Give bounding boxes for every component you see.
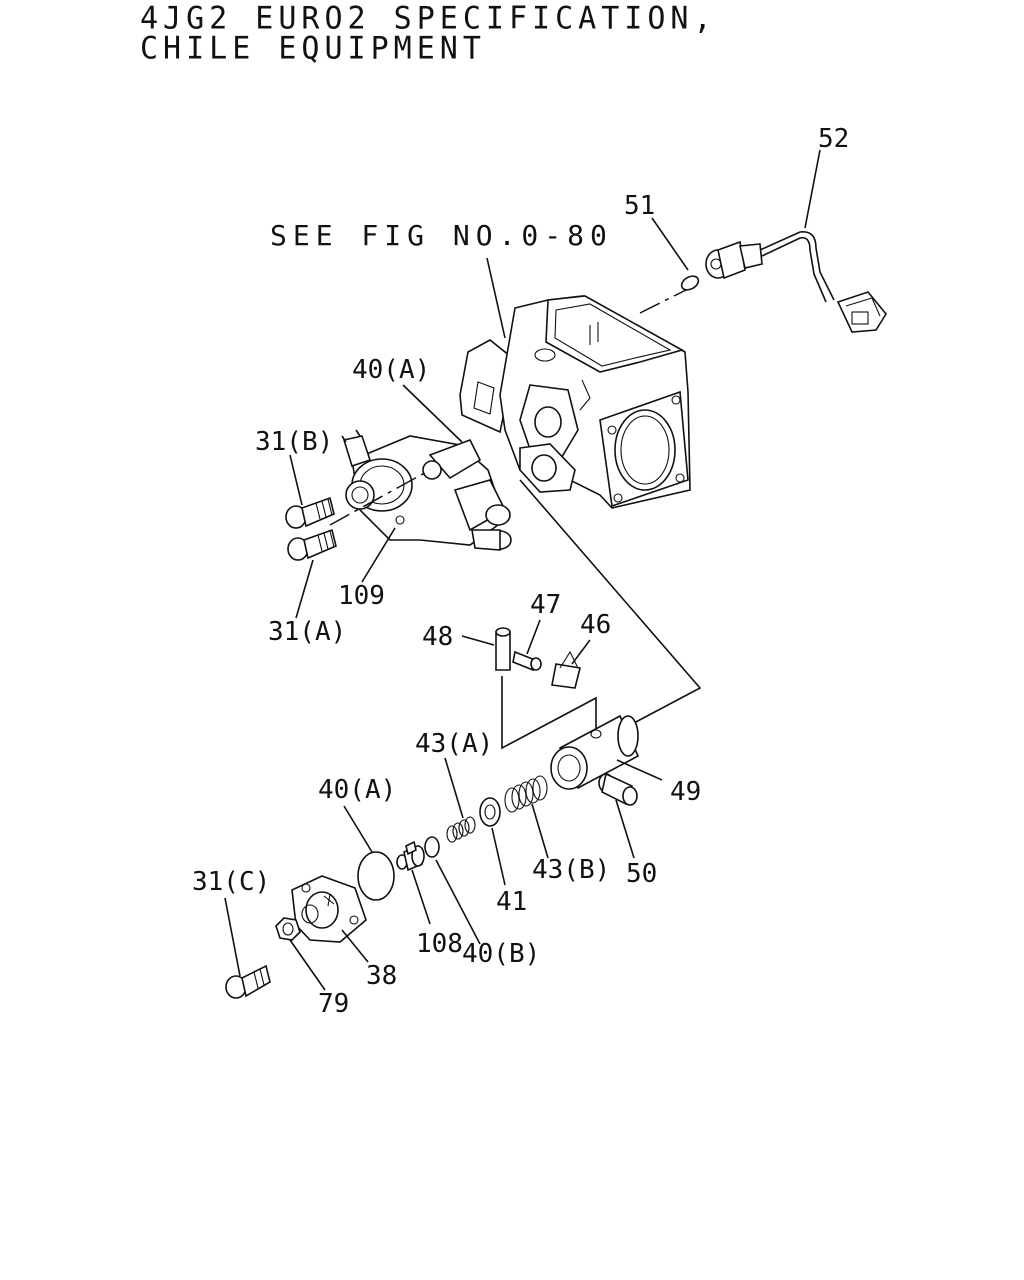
- reference-leader: [486, 257, 506, 339]
- leader-48: [461, 635, 495, 646]
- o-ring-part-40b: [424, 836, 440, 858]
- main-housing: [459, 295, 691, 509]
- leader-31a: [295, 559, 314, 619]
- leader-50: [615, 799, 635, 859]
- callout-49: 49: [670, 777, 701, 807]
- callout-50: 50: [626, 859, 657, 889]
- callout-46: 46: [580, 610, 611, 640]
- reference-note: SEE FIG NO.0-80: [270, 219, 613, 252]
- valve-body-part-109: [341, 429, 512, 551]
- leader-38: [341, 929, 369, 963]
- sensor-harness-part-52: [705, 231, 887, 333]
- leader-108: [411, 869, 431, 925]
- leader-40a-top: [402, 384, 463, 443]
- callout-48: 48: [422, 622, 453, 652]
- pin-insertion-line: [501, 676, 597, 750]
- callout-31a: 31(A): [268, 617, 346, 647]
- bolt-part-31a: [287, 528, 337, 561]
- leader-43b: [531, 803, 549, 859]
- leader-40a-mid: [343, 805, 373, 853]
- plug-part-50: [598, 772, 638, 806]
- key-part-46: [551, 650, 581, 689]
- callout-79: 79: [318, 989, 349, 1019]
- bolt-alignment-line-upper: [329, 469, 431, 526]
- callout-40b: 40(B): [462, 939, 540, 969]
- callout-109: 109: [338, 581, 385, 611]
- washer-part-41: [479, 797, 501, 827]
- bolt-part-31b: [285, 496, 335, 529]
- diagram-title-line-2: CHILE EQUIPMENT: [140, 30, 486, 67]
- callout-40a-mid: 40(A): [318, 775, 396, 805]
- sleeve-part-49: [550, 714, 640, 790]
- callout-43a: 43(A): [415, 729, 493, 759]
- leader-47: [526, 619, 541, 655]
- leader-46: [571, 639, 591, 665]
- fitting-part-108: [396, 840, 425, 872]
- callout-43b: 43(B): [532, 855, 610, 885]
- callout-41: 41: [496, 887, 527, 917]
- diagram-title-line-1: 4JG2 EURO2 SPECIFICATION,: [140, 0, 717, 37]
- spring-part-43b: [504, 775, 548, 813]
- callout-31b: 31(B): [255, 427, 333, 457]
- leader-52: [804, 149, 821, 229]
- leader-31b: [289, 454, 303, 506]
- o-ring-part-40a: [357, 851, 395, 901]
- pin-part-48: [495, 627, 511, 671]
- o-ring-alignment-line: [639, 289, 687, 314]
- pin-part-47: [512, 650, 542, 672]
- leader-79: [289, 939, 326, 991]
- callout-47: 47: [530, 590, 561, 620]
- bolt-part-31c: [225, 964, 271, 999]
- callout-51: 51: [624, 191, 655, 221]
- leader-31c: [224, 897, 241, 977]
- callout-108: 108: [416, 929, 463, 959]
- callout-52: 52: [818, 124, 849, 154]
- callout-31c: 31(C): [192, 867, 270, 897]
- leader-51: [651, 217, 689, 271]
- leader-40b: [435, 859, 481, 945]
- nut-part-79: [275, 917, 301, 941]
- leader-109: [361, 527, 396, 583]
- spring-part-43a: [446, 816, 476, 843]
- leader-43a: [444, 757, 464, 819]
- leader-41: [491, 827, 506, 886]
- cover-part-38: [291, 875, 367, 943]
- callout-38: 38: [366, 961, 397, 991]
- housing-assembly-line: [519, 479, 702, 725]
- leader-49: [616, 759, 663, 781]
- callout-40a-top: 40(A): [352, 355, 430, 385]
- o-ring-part-51: [680, 275, 700, 291]
